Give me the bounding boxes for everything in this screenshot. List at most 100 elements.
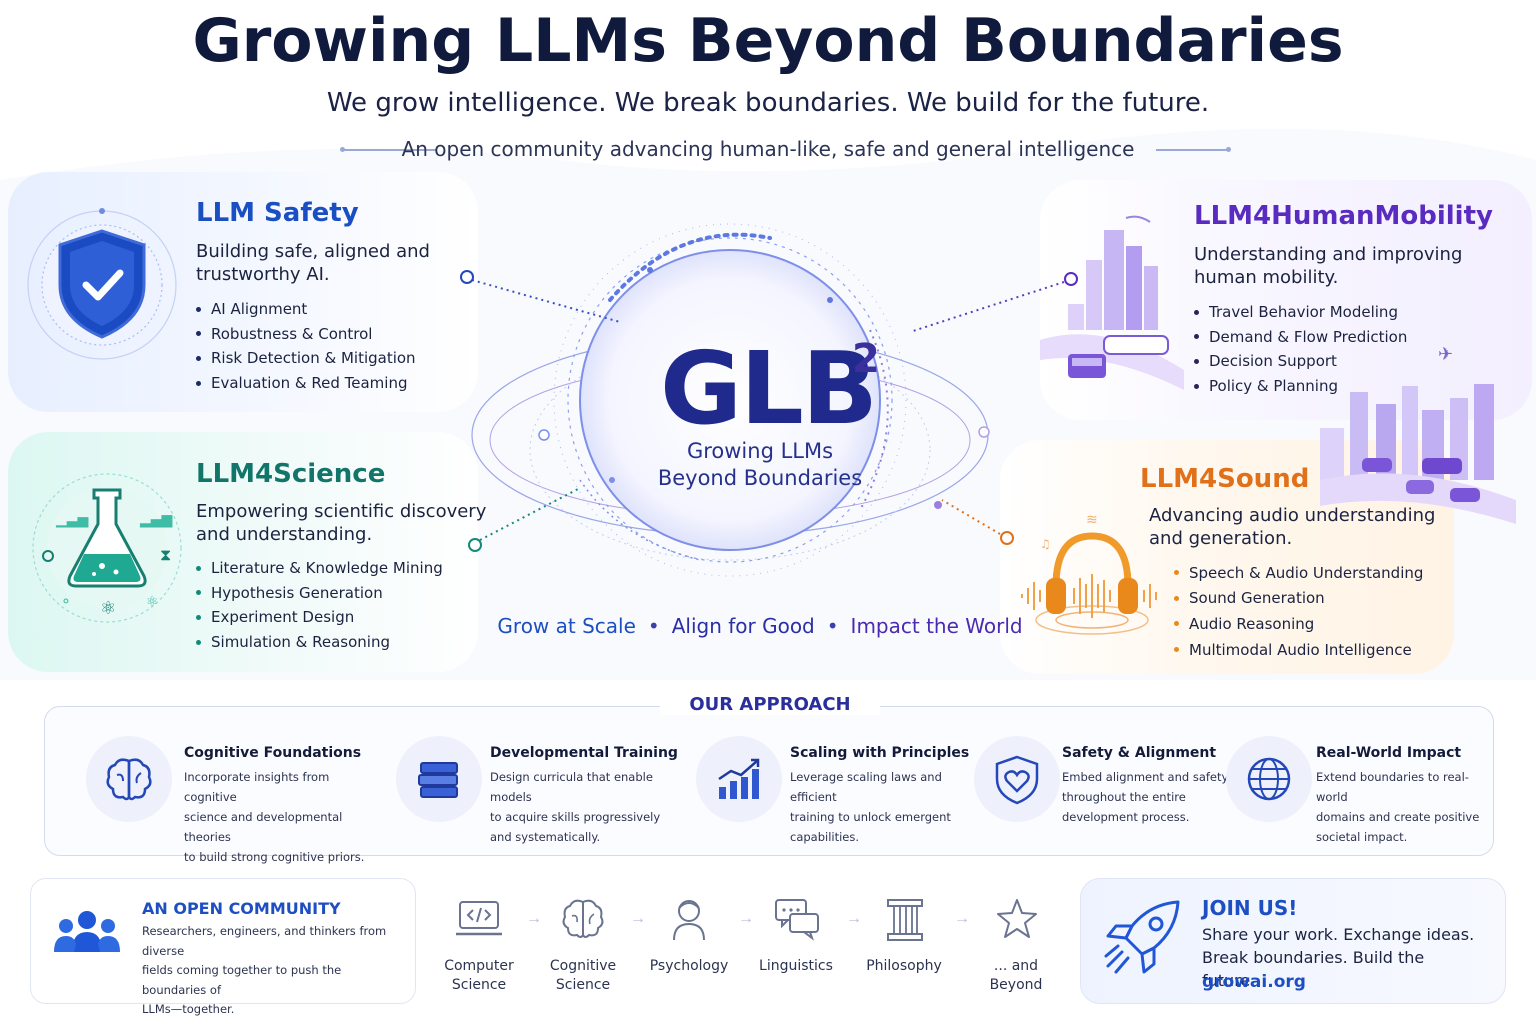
- arrow-icon: →: [954, 910, 970, 927]
- list-item: Policy & Planning: [1194, 374, 1407, 399]
- pillar-separator: •: [647, 614, 660, 638]
- list-item: Robustness & Control: [196, 322, 416, 347]
- approach-icon-circle: [396, 736, 482, 822]
- star-icon: [992, 894, 1042, 944]
- svg-text:▁▃▅: ▁▃▅: [55, 512, 89, 528]
- mobility-description: Understanding and improving human mobili…: [1194, 243, 1462, 289]
- divider-left: [344, 149, 436, 151]
- list-item: Hypothesis Generation: [196, 581, 443, 606]
- pillar-impact: Impact the World: [850, 614, 1023, 638]
- laptop-code-icon: [454, 894, 504, 944]
- svg-text:✈: ✈: [1438, 344, 1453, 365]
- page-title: Growing LLMs Beyond Boundaries: [192, 6, 1344, 76]
- pillars: Grow at Scale • Align for Good • Impact the …: [460, 614, 1060, 638]
- list-item: Audio Reasoning: [1174, 611, 1423, 637]
- pillar-separator: •: [826, 614, 839, 638]
- pillar-align: Align for Good: [671, 614, 815, 638]
- list-item: Experiment Design: [196, 605, 443, 630]
- divider-right: [1156, 149, 1228, 151]
- list-item: Risk Detection & Mitigation: [196, 346, 416, 371]
- join-title: JOIN US!: [1202, 896, 1298, 920]
- arrow-icon: →: [526, 910, 542, 927]
- safety-title: LLM Safety: [196, 198, 359, 228]
- glb-logo: GLB: [659, 330, 878, 447]
- list-item: Sound Generation: [1174, 586, 1423, 612]
- science-title: LLM4Science: [196, 459, 386, 489]
- science-list: Literature & Knowledge Mining Hypothesis…: [196, 556, 443, 654]
- safety-description: Building safe, aligned and trustworthy A…: [196, 240, 430, 286]
- glb-logo-superscript: 2: [852, 336, 880, 382]
- center-orb-graphic: [471, 223, 990, 577]
- headphones-icon: ≋ ♫: [1021, 512, 1157, 635]
- list-item: Decision Support: [1194, 349, 1407, 374]
- approach-title-1: Cognitive Foundations: [184, 745, 362, 761]
- join-description: Share your work. Exchange ideas.Break bo…: [1202, 925, 1475, 990]
- svg-text:⚛: ⚛: [100, 598, 116, 619]
- list-item: Multimodal Audio Intelligence: [1174, 637, 1423, 663]
- svg-text:⚬: ⚬: [60, 594, 72, 610]
- connector-lines: [460, 270, 1078, 552]
- sound-desc-line2: and generation.: [1149, 528, 1293, 549]
- science-desc-line2: and understanding.: [196, 524, 373, 545]
- svg-text:≋: ≋: [1086, 512, 1098, 528]
- mobility-desc-line1: Understanding and improving: [1194, 244, 1463, 265]
- tagline: We grow intelligence. We break boundarie…: [326, 88, 1210, 118]
- pillar-grow: Grow at Scale: [497, 614, 636, 638]
- list-item: Literature & Knowledge Mining: [196, 556, 443, 581]
- subtagline: An open community advancing human-like, …: [401, 137, 1135, 161]
- mobility-desc-line2: human mobility.: [1194, 267, 1339, 288]
- books-icon: [418, 762, 458, 798]
- city-transit-icon: [1040, 215, 1184, 390]
- list-item: Travel Behavior Modeling: [1194, 300, 1407, 325]
- science-desc-line1: Empowering scientific discovery: [196, 501, 487, 522]
- glb-subtitle-line2: Beyond Boundaries: [657, 466, 863, 490]
- approach-title-4: Safety & Alignment: [1062, 745, 1217, 761]
- sound-desc-line1: Advancing audio understanding: [1149, 505, 1436, 526]
- list-item: Demand & Flow Prediction: [1194, 325, 1407, 350]
- svg-text:♫: ♫: [1040, 537, 1051, 551]
- glb-subtitle-line1: Growing LLMs: [686, 439, 834, 463]
- brain-outline-icon: [558, 894, 608, 944]
- growth-chart-icon: [718, 758, 760, 799]
- approach-title: OUR APPROACH: [660, 694, 880, 715]
- svg-text:▂▄▆: ▂▄▆: [139, 512, 173, 528]
- divider-right-dot: [1226, 147, 1231, 152]
- list-item: Evaluation & Red Teaming: [196, 371, 416, 396]
- speech-bubbles-icon: [772, 894, 822, 944]
- arrow-icon: →: [846, 910, 862, 927]
- list-item: Simulation & Reasoning: [196, 630, 443, 655]
- sound-description: Advancing audio understanding and genera…: [1149, 504, 1435, 550]
- flask-icon: ▁▃▅ ▂▄▆ ⧗ ⚛ ⚛ ⚬: [32, 473, 182, 623]
- mobility-list: Travel Behavior Modeling Demand & Flow P…: [1194, 300, 1407, 398]
- pillar-icon: [880, 894, 930, 944]
- approach-icon-circle: [86, 736, 172, 822]
- safety-desc-line1: Building safe, aligned and: [196, 241, 430, 262]
- shield-heart-icon: [995, 755, 1039, 805]
- svg-text:⧗: ⧗: [160, 545, 171, 564]
- arrow-icon: →: [738, 910, 754, 927]
- join-box[interactable]: [1080, 878, 1506, 1004]
- field-psychology: Psychology: [649, 958, 729, 974]
- brain-icon: [106, 758, 152, 801]
- sound-list: Speech & Audio Understanding Sound Gener…: [1174, 560, 1423, 662]
- field-linguistics: Linguistics: [759, 958, 833, 974]
- join-link[interactable]: growai.org: [1202, 972, 1306, 992]
- city-skyline-icon: ✈: [1320, 344, 1516, 524]
- safety-list: AI Alignment Robustness & Control Risk D…: [196, 297, 416, 395]
- arrow-icon: →: [630, 910, 646, 927]
- field-philosophy: Philosophy: [866, 958, 942, 974]
- approach-title-3: Scaling with Principles: [790, 745, 970, 761]
- approach-icon-circle: [974, 736, 1060, 822]
- safety-desc-line2: trustworthy AI.: [196, 264, 330, 285]
- person-icon: [664, 894, 714, 944]
- svg-text:⚛: ⚛: [146, 594, 159, 610]
- approach-title-2: Developmental Training: [490, 745, 678, 761]
- people-group-icon: [54, 911, 120, 952]
